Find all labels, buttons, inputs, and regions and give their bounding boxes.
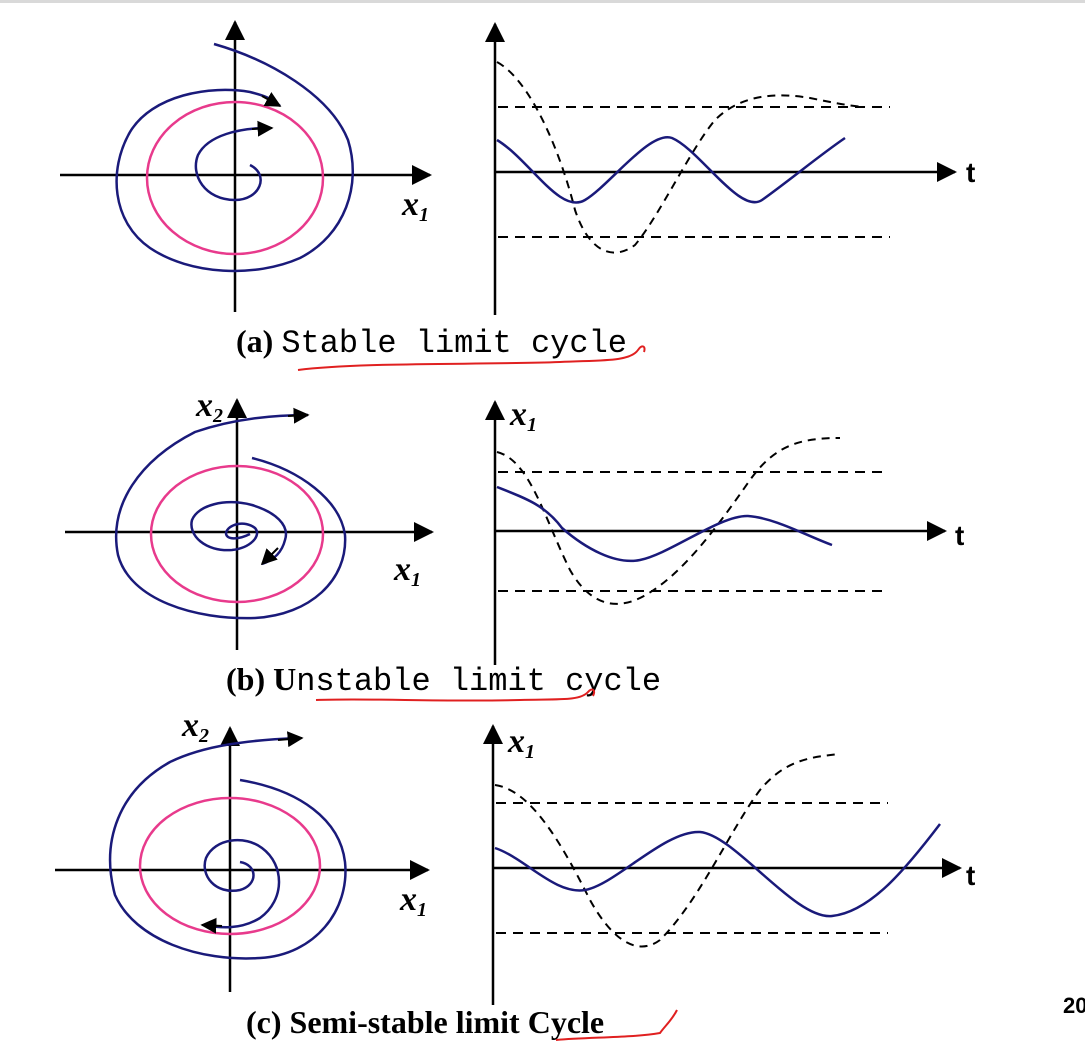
top-border bbox=[0, 0, 1085, 3]
panel-b-inner-arrow bbox=[260, 547, 279, 566]
panel-c-value-x1-label: x1 bbox=[507, 723, 535, 763]
panel-c-caption-underline bbox=[555, 1009, 678, 1041]
panel-c-limit-cycle bbox=[138, 796, 322, 936]
panel-b-outer-arrow bbox=[287, 407, 310, 424]
panel-c-inner-arrow bbox=[200, 917, 223, 934]
panel-a-phase-x1-label: x1 bbox=[401, 186, 429, 226]
panel-b-outer-trajectory bbox=[115, 413, 347, 620]
panel-a-caption-underline bbox=[297, 345, 646, 371]
panel-b-inner-trajectory bbox=[190, 501, 288, 566]
panel-a-dashed-response bbox=[496, 61, 866, 254]
panel-b-t-label: t bbox=[955, 520, 964, 551]
panel-a-inner-trajectory bbox=[194, 126, 269, 202]
panel-a: x1 t (a) Stable limit cycle bbox=[60, 20, 975, 371]
panel-b-solid-response bbox=[496, 485, 833, 563]
panel-c-caption: (c) Semi-stable limit Cycle bbox=[246, 1004, 604, 1040]
panel-c-outer-trajectory bbox=[108, 736, 347, 960]
panel-b-caption: (b) Unstable limit cycle bbox=[226, 661, 661, 700]
panel-b: x2 x1 x1 t (b) Unstable limit cycle bbox=[65, 387, 964, 702]
panel-c-solid-response bbox=[494, 823, 941, 918]
panel-a-limit-cycle bbox=[145, 100, 325, 256]
panel-b-phase-x1-label: x1 bbox=[393, 551, 421, 591]
panel-c: x2 x1 x1 t (c) Semi-stable limit Cycle bbox=[55, 707, 975, 1041]
panel-a-outer-trajectory bbox=[115, 42, 355, 273]
panel-b-dashed-response bbox=[496, 437, 841, 605]
panel-c-inner-trajectory bbox=[203, 838, 281, 929]
panel-a-inner-arrow bbox=[251, 120, 274, 137]
panel-c-outer-arrow bbox=[277, 731, 304, 748]
panel-c-phase-x1-label: x1 bbox=[399, 881, 427, 921]
panel-c-t-label: t bbox=[966, 860, 975, 891]
panel-a-t-label: t bbox=[966, 157, 975, 188]
page-number: 20 bbox=[1063, 993, 1085, 1018]
panel-b-value-x1-label: x1 bbox=[509, 396, 537, 436]
panel-a-caption: (a) Stable limit cycle bbox=[236, 323, 627, 362]
panel-c-phase-x2-label: x2 bbox=[181, 707, 209, 747]
panel-a-outer-arrow bbox=[261, 92, 282, 107]
panel-b-caption-underline bbox=[315, 688, 596, 702]
panel-a-solid-response bbox=[496, 136, 846, 204]
panel-b-limit-cycle bbox=[149, 464, 325, 604]
panel-c-dashed-response bbox=[494, 753, 841, 948]
panel-b-phase-x2-label: x2 bbox=[195, 387, 223, 427]
